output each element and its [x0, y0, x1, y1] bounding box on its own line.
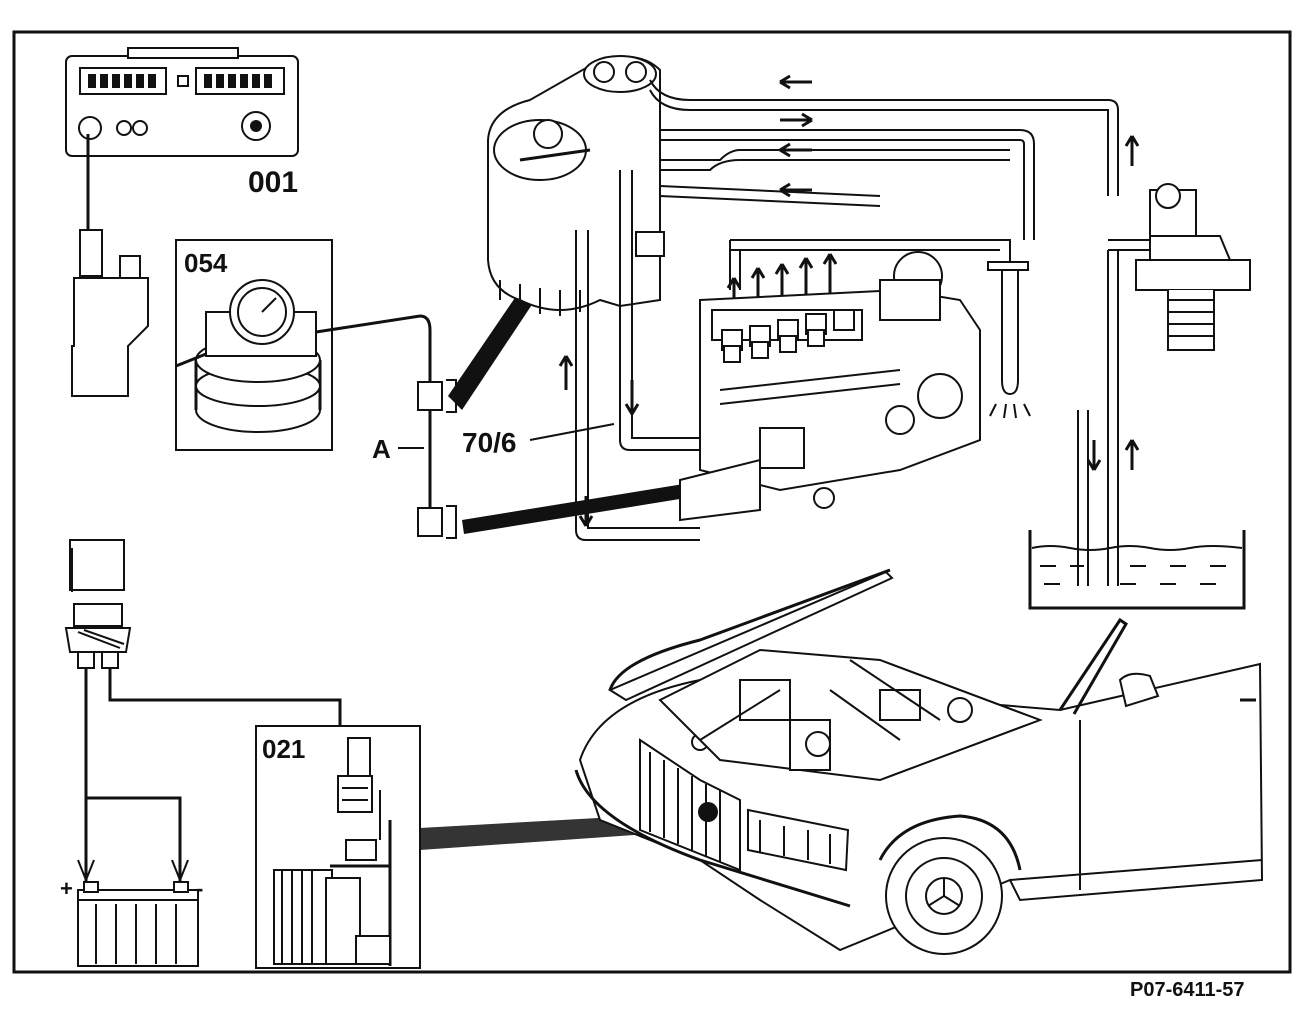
battery: [77, 881, 199, 967]
valve-unit: [1135, 183, 1251, 351]
line-label: 70/6: [462, 427, 517, 458]
adapter-connector: [64, 229, 149, 669]
tester-unit: [65, 47, 299, 157]
battery-minus-lead: [86, 796, 182, 890]
fuel-lines: [575, 79, 1150, 586]
fuel-filter: [487, 55, 665, 316]
battery-minus-sign: -: [196, 876, 203, 901]
gauge-hose: [315, 314, 432, 350]
diagram-frame: [12, 30, 1292, 974]
injection-pump: [679, 251, 981, 522]
tester-label: 001: [248, 166, 298, 199]
sensor-assembly: [273, 737, 392, 966]
bracket-label: A: [372, 434, 391, 464]
car-illustration: [574, 568, 1264, 955]
pressure-gauge: [175, 279, 322, 433]
gauge-label: 054: [184, 248, 228, 278]
figure-code: P07-6411-57: [1130, 979, 1245, 1001]
measuring-tube: [987, 261, 1031, 419]
flow-arrows: [558, 74, 1140, 527]
battery-plus-sign: +: [60, 876, 73, 901]
sensor-label: 021: [262, 734, 305, 764]
fuel-container: [1028, 530, 1246, 610]
bracket-a: [417, 350, 457, 539]
sensor-cable: [108, 668, 342, 740]
